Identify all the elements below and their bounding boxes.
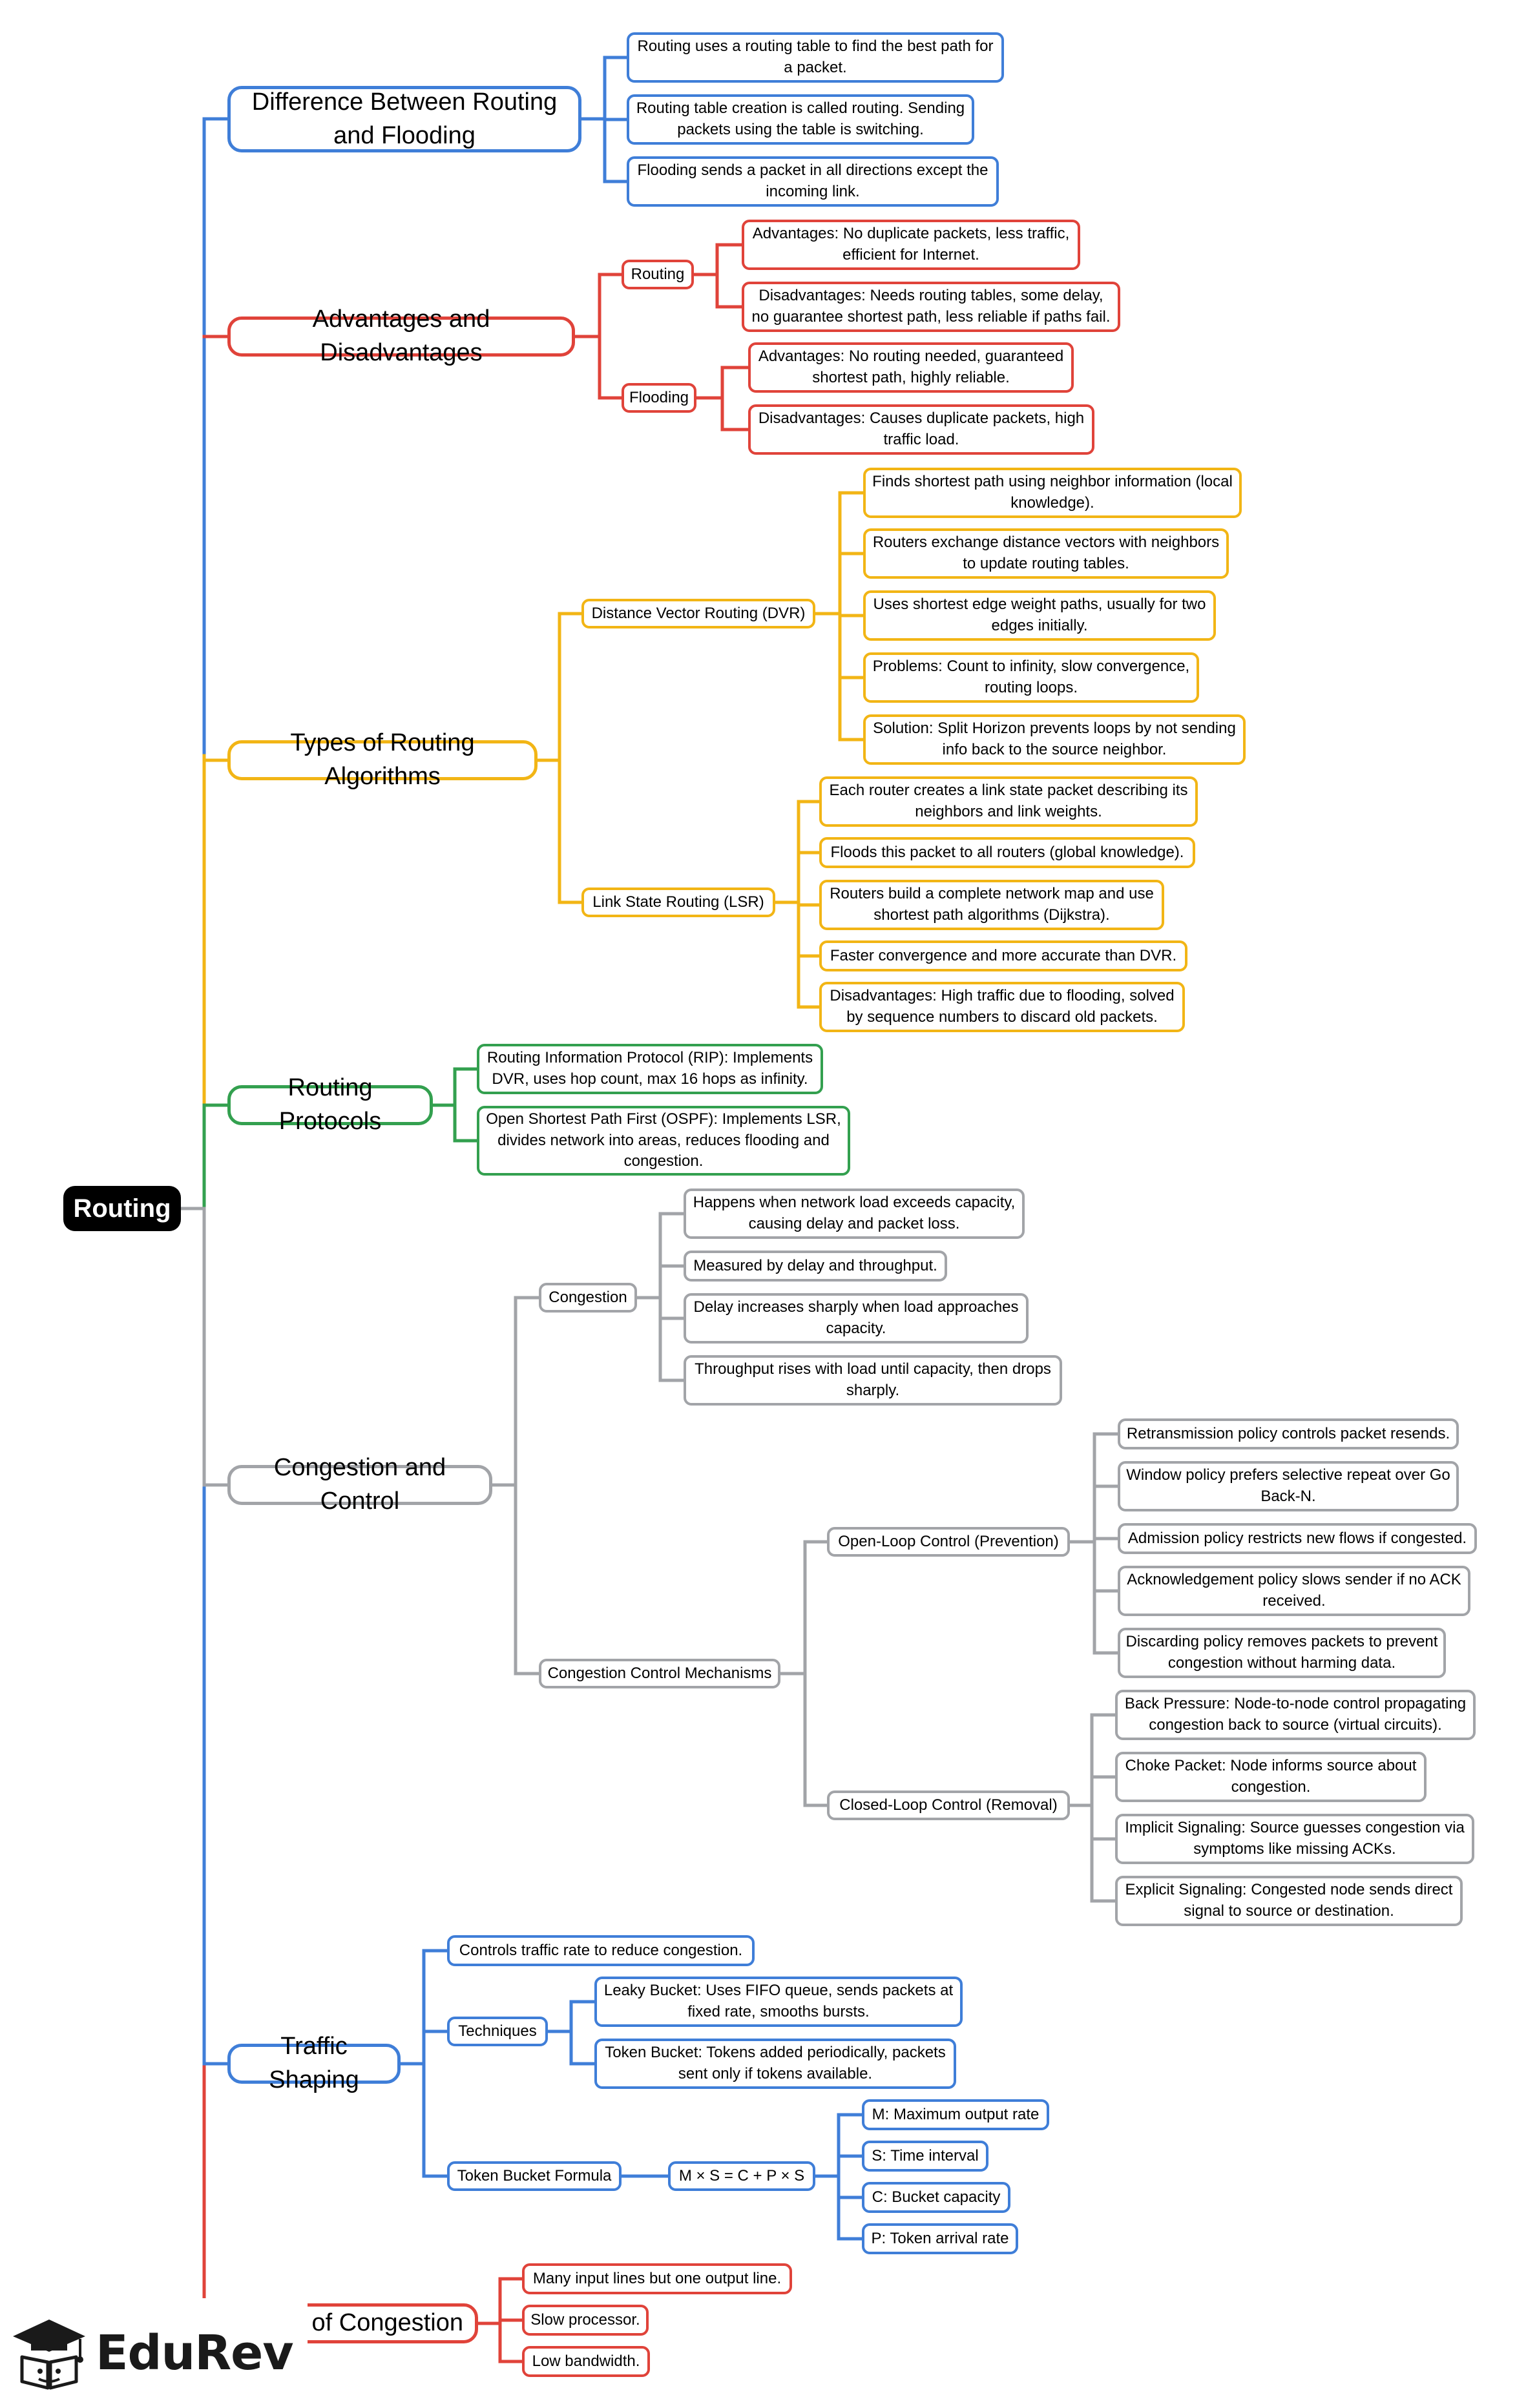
- token-bucket: Token Bucket: Tokens added periodically,…: [594, 2039, 956, 2089]
- lsr-label: Link State Routing (LSR): [581, 887, 775, 917]
- congestion-title: Congestion and Control: [227, 1454, 492, 1515]
- formula-s: S: Time interval: [862, 2141, 988, 2172]
- advantages-flooding: Flooding: [622, 383, 696, 413]
- formula-equation: M × S = C + P × S: [668, 2161, 815, 2191]
- lsr-item-1: Each router creates a link state packet …: [819, 776, 1198, 827]
- open-loop-item-5: Discarding policy removes packets to pre…: [1118, 1628, 1446, 1678]
- lsr-item-2: Floods this packet to all routers (globa…: [819, 837, 1195, 868]
- congestion-item-1: Happens when network load exceeds capaci…: [684, 1188, 1025, 1239]
- protocols-title: Routing Protocols: [227, 1074, 433, 1135]
- closed-loop-item-2: Choke Packet: Node informs source about …: [1115, 1752, 1427, 1802]
- lsr-item-3: Routers build a complete network map and…: [819, 880, 1164, 930]
- congestion-item-4: Throughput rises with load until capacit…: [684, 1355, 1062, 1406]
- difference-item-1: Routing uses a routing table to find the…: [627, 32, 1004, 83]
- protocols-ospf: Open Shortest Path First (OSPF): Impleme…: [477, 1106, 850, 1176]
- routing-disadvantages: Disadvantages: Needs routing tables, som…: [742, 282, 1120, 332]
- shaping-title: Traffic Shaping: [227, 2033, 401, 2093]
- open-loop-item-2: Window policy prefers selective repeat o…: [1118, 1461, 1459, 1511]
- dvr-item-3: Uses shortest edge weight paths, usually…: [863, 590, 1216, 641]
- lsr-item-5: Disadvantages: High traffic due to flood…: [819, 982, 1185, 1032]
- difference-title: Difference Between Routing and Flooding: [227, 86, 581, 152]
- advantages-title: Advantages and Disadvantages: [227, 306, 575, 366]
- formula-label: Token Bucket Formula: [447, 2161, 622, 2191]
- formula-p: P: Token arrival rate: [862, 2223, 1018, 2254]
- closed-loop-item-1: Back Pressure: Node-to-node control prop…: [1115, 1690, 1476, 1740]
- dvr-item-5: Solution: Split Horizon prevents loops b…: [863, 714, 1246, 765]
- open-loop-item-1: Retransmission policy controls packet re…: [1118, 1418, 1459, 1449]
- protocols-rip: Routing Information Protocol (RIP): Impl…: [477, 1044, 823, 1094]
- closed-loop-item-4: Explicit Signaling: Congested node sends…: [1115, 1876, 1463, 1926]
- formula-c: C: Bucket capacity: [862, 2182, 1010, 2213]
- mechanisms-label: Congestion Control Mechanisms: [539, 1659, 780, 1688]
- congestion-item-2: Measured by delay and throughput.: [684, 1251, 947, 1282]
- difference-item-2: Routing table creation is called routing…: [627, 94, 974, 145]
- congestion-label: Congestion: [539, 1283, 637, 1313]
- causes-item-3: Low bandwidth.: [522, 2346, 650, 2377]
- root-node: Routing: [63, 1186, 181, 1231]
- dvr-label: Distance Vector Routing (DVR): [581, 599, 815, 628]
- closed-loop-label: Closed-Loop Control (Removal): [827, 1790, 1070, 1820]
- open-loop-item-3: Admission policy restricts new flows if …: [1118, 1523, 1477, 1554]
- open-loop-item-4: Acknowledgement policy slows sender if n…: [1118, 1566, 1470, 1616]
- causes-item-1: Many input lines but one output line.: [522, 2263, 792, 2294]
- formula-m: M: Maximum output rate: [862, 2099, 1049, 2130]
- types-title: Types of Routing Algorithms: [227, 729, 538, 790]
- routing-advantages: Advantages: No duplicate packets, less t…: [742, 220, 1080, 270]
- dvr-item-1: Finds shortest path using neighbor infor…: [863, 468, 1242, 518]
- flooding-disadvantages: Disadvantages: Causes duplicate packets,…: [748, 404, 1094, 455]
- open-loop-label: Open-Loop Control (Prevention): [827, 1527, 1070, 1557]
- difference-item-3: Flooding sends a packet in all direction…: [627, 156, 999, 207]
- congestion-item-3: Delay increases sharply when load approa…: [684, 1293, 1029, 1344]
- flooding-advantages: Advantages: No routing needed, guarantee…: [748, 342, 1074, 393]
- dvr-item-4: Problems: Count to infinity, slow conver…: [863, 652, 1199, 703]
- causes-item-2: Slow processor.: [522, 2305, 649, 2336]
- advantages-routing: Routing: [622, 260, 694, 289]
- closed-loop-item-3: Implicit Signaling: Source guesses conge…: [1115, 1814, 1474, 1864]
- edurev-logo: EduRev: [10, 2298, 308, 2408]
- graduation-cap-book-icon: [13, 2320, 85, 2390]
- shaping-summary: Controls traffic rate to reduce congesti…: [447, 1935, 755, 1966]
- lsr-item-4: Faster convergence and more accurate tha…: [819, 940, 1187, 971]
- leaky-bucket: Leaky Bucket: Uses FIFO queue, sends pac…: [594, 1977, 963, 2027]
- dvr-item-2: Routers exchange distance vectors with n…: [863, 528, 1229, 579]
- techniques-label: Techniques: [447, 2017, 548, 2046]
- logo-text: EduRev: [96, 2325, 294, 2381]
